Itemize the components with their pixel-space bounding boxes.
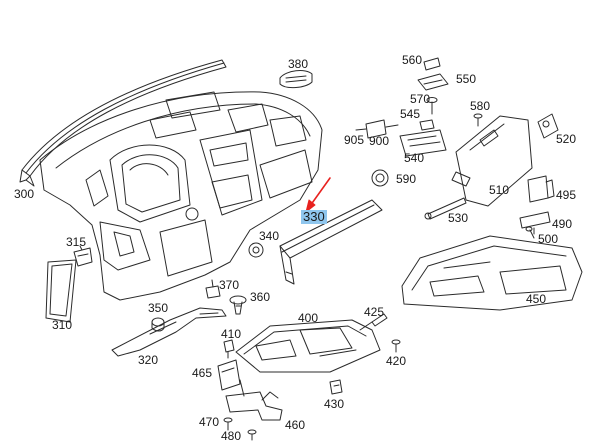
part-label-400[interactable]: 400 — [298, 311, 319, 325]
tray-panel-450 — [401, 235, 583, 311]
screw-480 — [247, 429, 257, 441]
bolt-360 — [229, 295, 247, 315]
screw-425 — [359, 313, 388, 331]
lower-panel-400 — [235, 319, 381, 373]
part-label-410[interactable]: 410 — [221, 327, 242, 341]
part-label-495[interactable]: 495 — [556, 188, 577, 202]
part-label-370[interactable]: 370 — [219, 278, 240, 292]
windshield-trim-strip — [19, 59, 227, 187]
dashboard-body — [39, 91, 323, 301]
part-label-905[interactable]: 905 — [344, 133, 365, 147]
connector-900 — [355, 119, 399, 139]
part-label-380[interactable]: 380 — [288, 57, 309, 71]
clip-410 — [223, 339, 235, 359]
part-label-490[interactable]: 490 — [552, 217, 573, 231]
part-label-500[interactable]: 500 — [538, 232, 559, 246]
clip-340 — [248, 242, 264, 258]
lock-590 — [371, 169, 389, 187]
screw-570 — [426, 97, 438, 115]
screw-470 — [223, 417, 233, 431]
clip-550 — [417, 73, 449, 91]
part-label-530[interactable]: 530 — [448, 211, 469, 225]
part-label-430[interactable]: 430 — [324, 397, 345, 411]
part-label-420[interactable]: 420 — [386, 354, 407, 368]
part-label-520[interactable]: 520 — [556, 132, 577, 146]
hinge-block-495 — [527, 175, 555, 203]
clip-370 — [205, 279, 221, 299]
screw-500 — [525, 226, 535, 239]
screw-420 — [391, 339, 401, 353]
clip-430 — [329, 379, 343, 395]
screw-580 — [473, 113, 483, 127]
part-label-510[interactable]: 510 — [489, 183, 510, 197]
part-label-315[interactable]: 315 — [66, 235, 87, 249]
bracket-460 — [225, 379, 283, 421]
part-label-540[interactable]: 540 — [404, 151, 425, 165]
latch-assembly-540 — [399, 129, 447, 157]
part-label-465[interactable]: 465 — [192, 366, 213, 380]
part-label-480[interactable]: 480 — [221, 429, 242, 441]
switch-380 — [279, 70, 313, 89]
part-label-570[interactable]: 570 — [410, 92, 431, 106]
glovebox-lid-510 — [451, 115, 533, 207]
part-label-460[interactable]: 460 — [285, 418, 306, 432]
part-label-450[interactable]: 450 — [526, 292, 547, 306]
damper-rod-530 — [424, 197, 467, 220]
part-label-350[interactable]: 350 — [148, 301, 169, 315]
part-545 — [419, 119, 435, 131]
pointer-arrow — [305, 177, 331, 213]
part-label-340[interactable]: 340 — [259, 229, 280, 243]
latch-520 — [537, 113, 559, 139]
part-label-330-highlighted[interactable]: 330 — [301, 209, 327, 224]
trim-strip-330 — [279, 199, 383, 285]
part-label-590[interactable]: 590 — [396, 172, 417, 186]
clip-315 — [73, 245, 93, 267]
part-label-360[interactable]: 360 — [250, 290, 271, 304]
part-label-545[interactable]: 545 — [400, 107, 421, 121]
side-trim-panel — [45, 259, 77, 323]
part-label-550[interactable]: 550 — [456, 72, 477, 86]
part-label-425[interactable]: 425 — [364, 305, 385, 319]
part-label-310[interactable]: 310 — [52, 318, 73, 332]
part-label-470[interactable]: 470 — [199, 415, 220, 429]
part-label-320[interactable]: 320 — [138, 353, 159, 367]
lower-trim-bracket — [111, 307, 227, 357]
bracket-465 — [217, 359, 241, 391]
part-label-580[interactable]: 580 — [470, 99, 491, 113]
part-label-560[interactable]: 560 — [402, 53, 423, 67]
part-label-900[interactable]: 900 — [369, 134, 390, 148]
part-label-300[interactable]: 300 — [14, 187, 35, 201]
clip-560 — [423, 57, 441, 71]
bracket-490 — [519, 211, 551, 235]
